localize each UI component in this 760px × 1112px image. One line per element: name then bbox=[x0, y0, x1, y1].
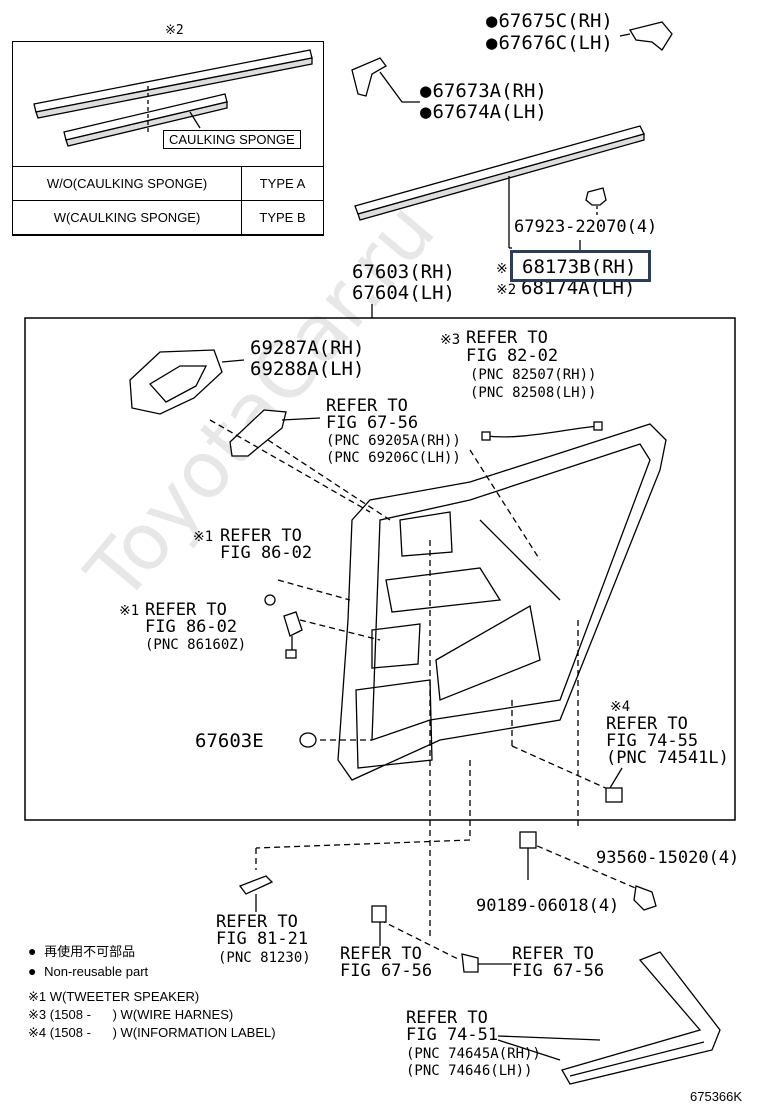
part-number-67674a: 67674A(LH) bbox=[420, 103, 546, 122]
part-number-67676c: 67676C(LH) bbox=[486, 34, 612, 53]
ref-67-56-c-refer: REFER TO bbox=[512, 944, 594, 964]
dashed-leaders bbox=[209, 419, 641, 961]
inside-handle-bezel-drawing bbox=[129, 349, 245, 415]
part-number-69287a: 69287A(RH) bbox=[250, 337, 365, 359]
ref-74-51-pnc2: (PNC 74646(LH)) bbox=[406, 1063, 533, 1079]
part-number-67604: 67604(LH) bbox=[352, 282, 455, 304]
ref-74-51-refer: REFER TO bbox=[406, 1008, 488, 1028]
inset-type-table: W/O(CAULKING SPONGE) TYPE A W(CAULKING S… bbox=[12, 166, 324, 235]
legend-note-3: ※3 (1508 - ) W(WIRE HARNES) bbox=[28, 1007, 234, 1022]
inset-row-variant: W/O(CAULKING SPONGE) bbox=[12, 166, 242, 201]
inset-note-mark: ※2 bbox=[165, 23, 184, 38]
legend-note-1: ※1 W(TWEETER SPEAKER) bbox=[28, 989, 200, 1004]
ref-86-02-b-refer: REFER TO bbox=[145, 600, 227, 620]
ref-86-02-b-mark: ※1 bbox=[119, 603, 140, 619]
inset-row-type: TYPE B bbox=[241, 200, 324, 235]
ref-74-55-pnc: (PNC 74541L) bbox=[606, 748, 729, 768]
note-mark-68173: ※ bbox=[496, 261, 508, 277]
ref-81-21-pnc: (PNC 81230) bbox=[218, 950, 311, 966]
ref-67-56-c-fig: FIG 67-56 bbox=[512, 961, 605, 981]
ref-74-55-fig: FIG 74-55 bbox=[606, 731, 699, 751]
part-number-67603e: 67603E bbox=[195, 730, 264, 752]
part-number-67923: 67923-22070(4) bbox=[514, 217, 658, 237]
caulking-sponge-label: CAULKING SPONGE bbox=[163, 130, 301, 149]
part-number-68174a: 68174A(LH) bbox=[521, 277, 636, 299]
ref-82-02-pnc1: (PNC 82507(RH)) bbox=[470, 367, 597, 383]
part-number-93560: 93560-15020(4) bbox=[596, 848, 740, 868]
figure-code: 675366K bbox=[690, 1089, 743, 1104]
legend-nonreusable-jp: ● 再使用不可部品 bbox=[28, 944, 135, 958]
ref-86-02-b-fig: FIG 86-02 bbox=[145, 617, 238, 637]
ref-67-56-b-refer: REFER TO bbox=[340, 944, 422, 964]
ref-74-55-mark: ※4 bbox=[610, 699, 631, 715]
inset-weatherstrip-drawing bbox=[33, 49, 313, 147]
part-number-69288a: 69288A(LH) bbox=[250, 358, 365, 380]
ref-82-02-pnc2: (PNC 82508(LH)) bbox=[470, 385, 597, 401]
ref-67-56-b-fig: FIG 67-56 bbox=[340, 961, 433, 981]
inset-row-variant: W(CAULKING SPONGE) bbox=[12, 200, 242, 235]
ref-82-02-fig: FIG 82-02 bbox=[466, 346, 559, 366]
ref-74-51-fig: FIG 74-51 bbox=[406, 1025, 499, 1045]
ref-67-56-a-fig: FIG 67-56 bbox=[326, 413, 419, 433]
ref-74-55-refer: REFER TO bbox=[606, 714, 688, 734]
ref-86-02-b-pnc: (PNC 86160Z) bbox=[145, 637, 247, 653]
ref-67-56-a-pnc2: (PNC 69206C(LH)) bbox=[326, 450, 461, 466]
bullet-icon: ● bbox=[28, 963, 37, 979]
ref-86-02-a-fig: FIG 86-02 bbox=[220, 543, 313, 563]
ref-81-21-fig: FIG 81-21 bbox=[216, 929, 309, 949]
door-trim-panel-drawing bbox=[337, 423, 667, 781]
ref-82-02-refer: REFER TO bbox=[466, 328, 548, 348]
legend-nonreusable-en-text: Non-reusable part bbox=[44, 964, 149, 979]
inside-handle-drawing bbox=[229, 409, 321, 457]
part-number-67675c: 67675C(RH) bbox=[486, 12, 612, 31]
part-number-68173b: 68173B(RH) bbox=[522, 256, 637, 278]
ref-81-21-refer: REFER TO bbox=[216, 912, 298, 932]
highlighted-part-68173b[interactable]: 68173B(RH) bbox=[510, 250, 651, 282]
armrest-drawing bbox=[561, 951, 721, 1085]
legend-note-4: ※4 (1508 - ) W(INFORMATION LABEL) bbox=[28, 1025, 276, 1040]
inset-box bbox=[12, 41, 324, 236]
legend-nonreusable-en: ● Non-reusable part bbox=[28, 964, 148, 978]
ref-86-02-a-mark: ※1 bbox=[193, 529, 214, 545]
inset-row-type: TYPE A bbox=[241, 166, 324, 201]
ref-67-56-a-refer: REFER TO bbox=[326, 396, 408, 416]
ref-82-02-mark: ※3 bbox=[440, 332, 461, 348]
ref-86-02-a-refer: REFER TO bbox=[220, 526, 302, 546]
part-number-90189: 90189-06018(4) bbox=[476, 896, 620, 916]
ref-74-51-pnc1: (PNC 74645A(RH)) bbox=[406, 1046, 541, 1062]
note-mark-68174: ※2 bbox=[496, 282, 517, 298]
door-panel-frame bbox=[24, 317, 736, 821]
part-number-67603: 67603(RH) bbox=[352, 261, 455, 283]
weatherstrip-drawing bbox=[354, 125, 645, 249]
ref-67-56-a-pnc1: (PNC 69205A(RH)) bbox=[326, 433, 461, 449]
part-number-67673a: 67673A(RH) bbox=[420, 82, 546, 101]
bullet-icon: ● bbox=[28, 943, 37, 959]
legend-nonreusable-jp-text: 再使用不可部品 bbox=[44, 944, 136, 959]
